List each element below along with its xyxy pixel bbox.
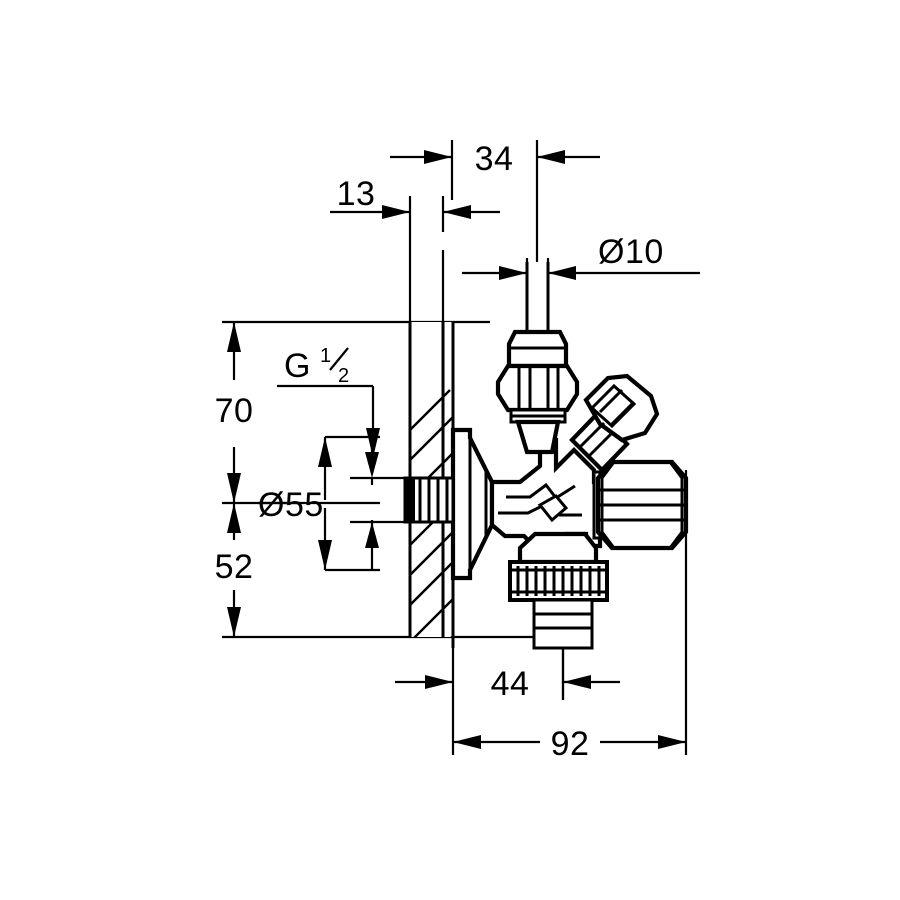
arrowhead: [318, 437, 332, 467]
angled-hex-branch-fitting: [569, 373, 660, 473]
arrowhead: [227, 322, 241, 352]
g-half-denominator: 2: [338, 365, 349, 387]
arrowhead: [365, 522, 379, 548]
g-half-letter: G: [284, 347, 311, 385]
dim-d10-label: Ø10: [598, 233, 664, 271]
dim-34-group: 34: [390, 140, 600, 330]
arrowhead: [227, 503, 241, 533]
arrowhead: [658, 735, 686, 749]
g-half-numerator: 1: [320, 345, 331, 367]
dim-34-label: 34: [475, 140, 514, 178]
dim-d55-group: Ø55: [258, 435, 380, 572]
arrowhead: [443, 205, 471, 219]
dim-70-label: 70: [215, 392, 254, 430]
arrowhead: [563, 675, 591, 689]
dim-13-group: 13: [330, 175, 500, 330]
copper-riser-pipe: [525, 262, 550, 330]
callout-g-half-group: G 1 2: [277, 345, 380, 458]
arrowhead: [499, 266, 527, 280]
dim-13-label: 13: [337, 175, 376, 213]
leader-arrowhead: [366, 428, 380, 458]
arrowhead: [318, 540, 332, 570]
dim-52-group: 52: [215, 503, 254, 637]
right-hex-cap: [592, 459, 689, 551]
hose-outlet-assembly: [508, 531, 609, 700]
top-compression-nut: [495, 329, 580, 455]
dim-44-label: 44: [491, 665, 530, 703]
arrowhead: [537, 150, 565, 164]
arrowhead: [365, 452, 379, 478]
g-half-threaded-nipple: [403, 476, 455, 524]
dim-52-label: 52: [215, 548, 254, 586]
arrowhead: [227, 607, 241, 637]
arrowhead: [425, 675, 453, 689]
dim-d55-label: Ø55: [258, 486, 324, 524]
dim-92-label: 92: [551, 725, 590, 763]
dim-44-group: 44: [395, 612, 620, 755]
arrowhead: [453, 735, 481, 749]
arrowhead: [424, 150, 452, 164]
arrowhead: [548, 266, 576, 280]
dim-70-group: 70: [215, 322, 254, 503]
arrowhead: [227, 473, 241, 503]
arrowhead: [382, 205, 410, 219]
